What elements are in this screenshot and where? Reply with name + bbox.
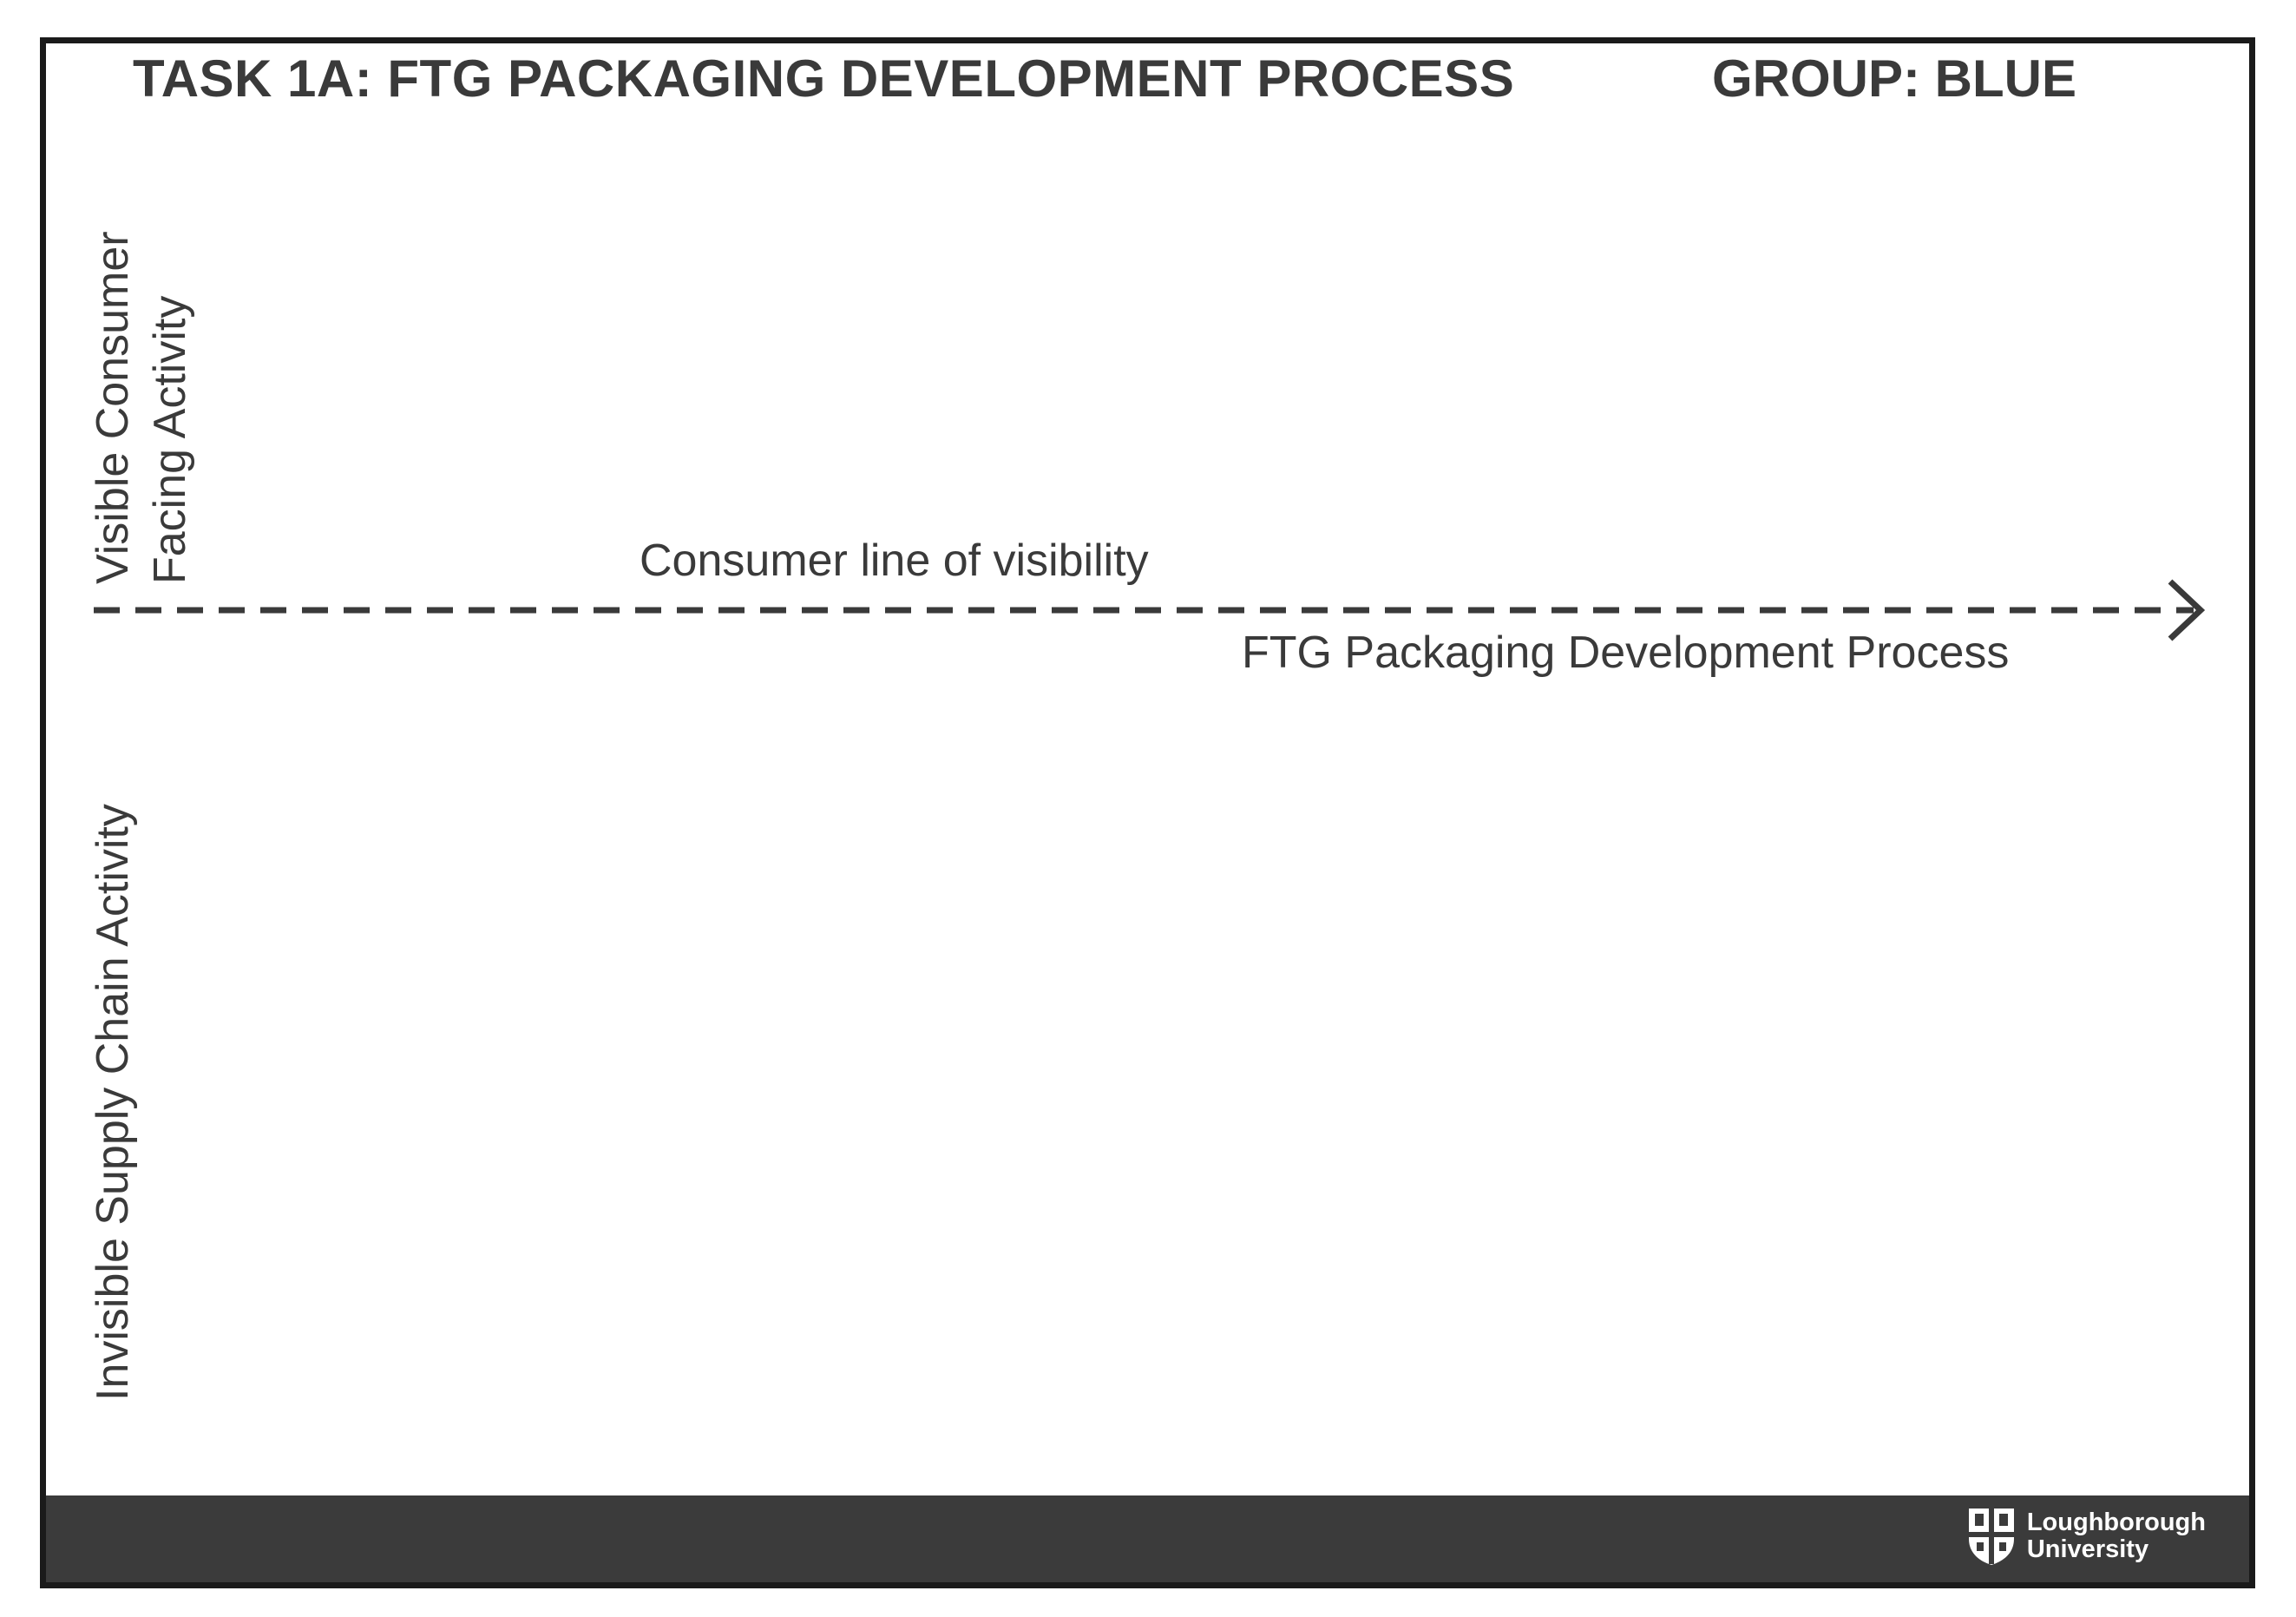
visibility-line-diagram: [94, 579, 2206, 641]
page-title: TASK 1A: FTG PACKAGING DEVELOPMENT PROCE…: [133, 49, 1515, 108]
footer-bar: Loughborough University: [46, 1495, 2249, 1582]
university-logo: Loughborough University: [1966, 1506, 2206, 1567]
crest-icon: [1968, 1509, 2014, 1565]
arrowhead-icon: [2168, 579, 2206, 641]
process-label: FTG Packaging Development Process: [1242, 628, 2010, 678]
logo-text: Loughborough University: [2027, 1509, 2206, 1563]
logo-line2: University: [2026, 1535, 2149, 1563]
logo-line1: Loughborough: [2026, 1509, 2206, 1536]
consumer-visibility-label: Consumer line of visibility: [640, 536, 1149, 586]
worksheet-frame: TASK 1A: FTG PACKAGING DEVELOPMENT PROCE…: [40, 37, 2255, 1588]
group-label: GROUP: BLUE: [1712, 49, 2076, 108]
